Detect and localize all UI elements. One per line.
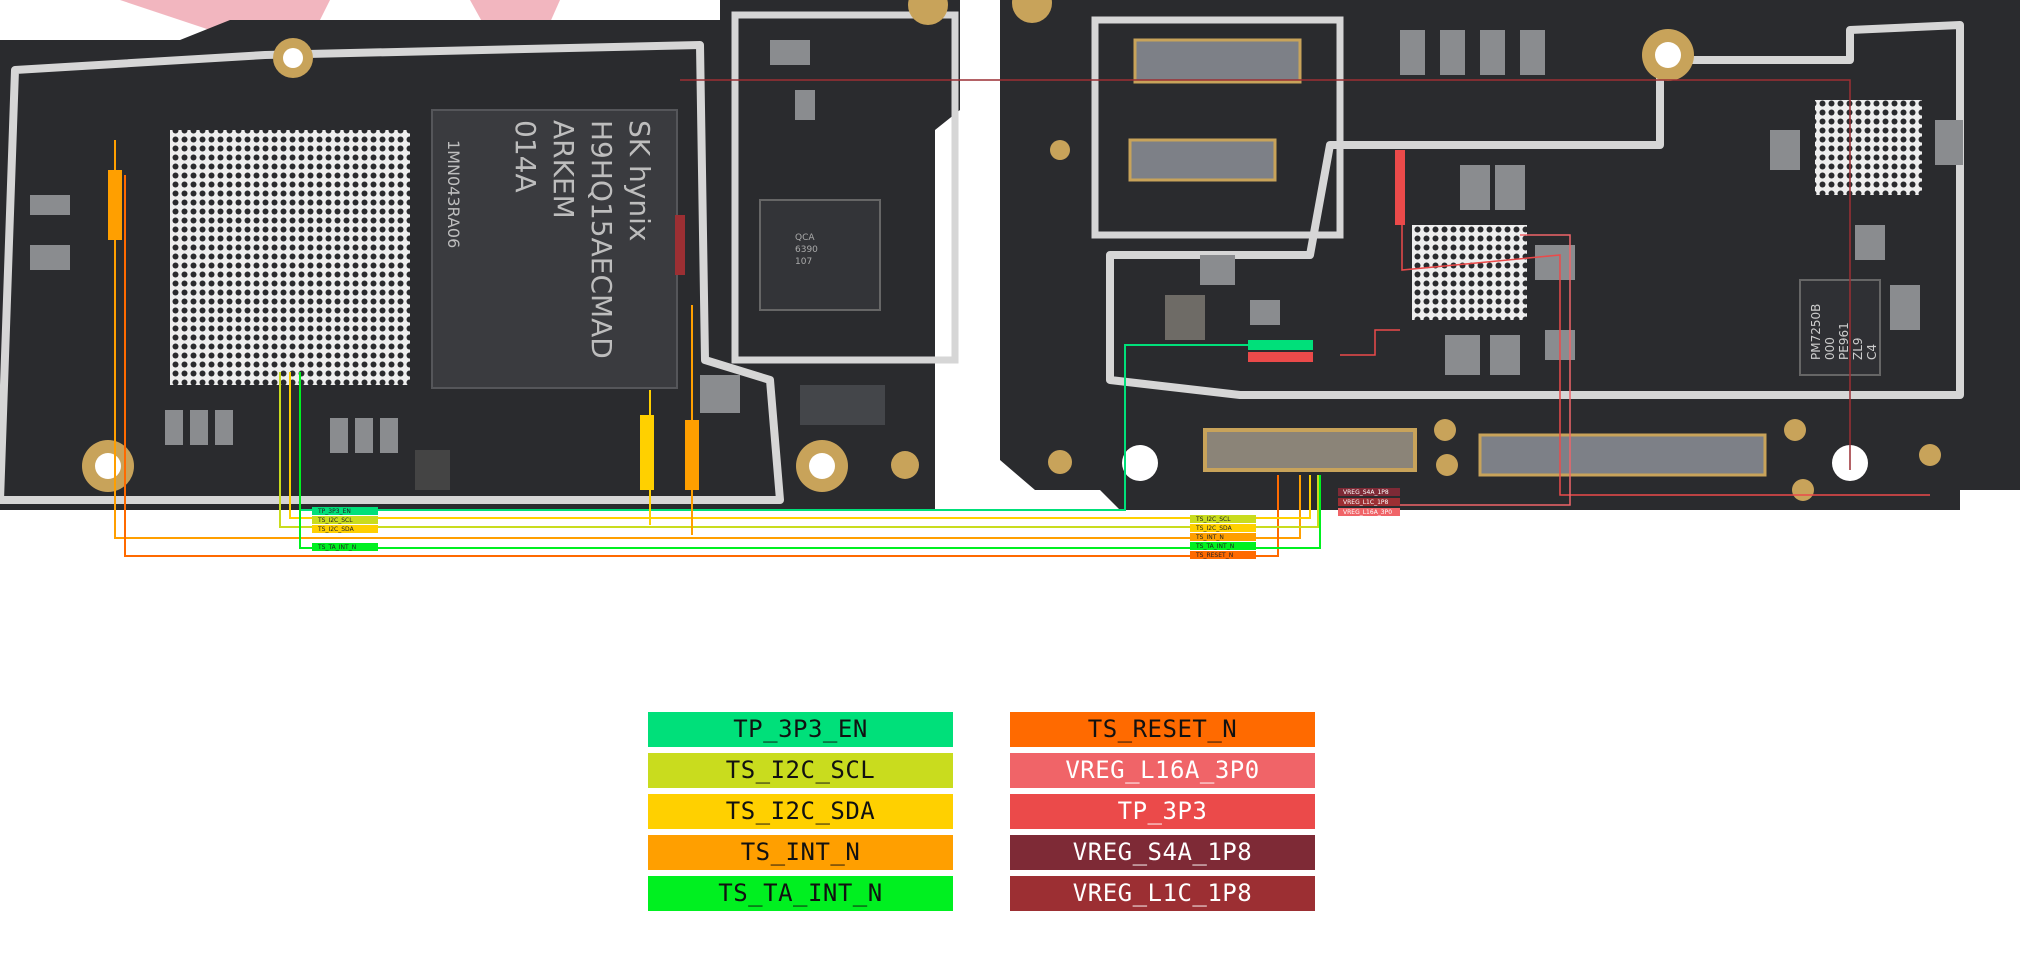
net-tags-red: VREG_S4A_1P8 VREG_L1C_1P8 VREG_L16A_3P0 bbox=[1338, 488, 1400, 516]
chip-left-label: SK hynix H9HQ15AECMAD ARKEM 014A bbox=[509, 120, 656, 359]
svg-text:TS_INT_N: TS_INT_N bbox=[1195, 534, 1224, 541]
legend-item: TP_3P3_EN bbox=[648, 712, 953, 747]
svg-text:QCA: QCA bbox=[795, 233, 815, 243]
wifi-chip bbox=[759, 199, 881, 311]
legend-item: VREG_S4A_1P8 bbox=[1010, 835, 1315, 870]
svg-text:TS_TA_INT_N: TS_TA_INT_N bbox=[1195, 543, 1234, 550]
legend-item: TP_3P3 bbox=[1010, 794, 1315, 829]
legend-item: VREG_L16A_3P0 bbox=[1010, 753, 1315, 788]
net-traces bbox=[114, 79, 1930, 557]
trace-ta-int-n bbox=[299, 372, 1321, 549]
svg-text:VREG_S4A_1P8: VREG_S4A_1P8 bbox=[1343, 489, 1389, 496]
legend-item: TS_INT_N bbox=[648, 835, 953, 870]
svg-text:1MN043RA06: 1MN043RA06 bbox=[444, 140, 463, 248]
svg-text:TS_RESET_N: TS_RESET_N bbox=[1195, 552, 1233, 559]
chip-small-label: QCA 6390 107 bbox=[795, 233, 818, 267]
trace-ts-reset-n-left bbox=[124, 175, 1279, 557]
legend-item: VREG_L1C_1P8 bbox=[1010, 876, 1315, 911]
legend-item: TS_I2C_SCL bbox=[648, 753, 953, 788]
connector-top-1 bbox=[1133, 38, 1302, 84]
chip-right-label: PM7250B 000 PE961 ZL9 C4 bbox=[1809, 304, 1879, 360]
net-tags-left: TP_3P3_EN TS_I2C_SCL TS_I2C_SDA TS_TA_IN… bbox=[312, 507, 378, 551]
trace-vreg-l1c bbox=[1401, 150, 1930, 496]
svg-text:014A: 014A bbox=[509, 120, 542, 193]
bottom-connector bbox=[1478, 433, 1767, 477]
svg-text:VREG_L16A_3P0: VREG_L16A_3P0 bbox=[1343, 509, 1392, 516]
svg-text:TS_I2C_SCL: TS_I2C_SCL bbox=[317, 517, 353, 524]
svg-text:PE961: PE961 bbox=[1837, 322, 1851, 360]
trace-vreg-s4a bbox=[680, 79, 1851, 470]
trace-sda bbox=[289, 372, 1311, 519]
svg-text:SK hynix: SK hynix bbox=[623, 120, 656, 241]
svg-text:TS_TA_INT_N: TS_TA_INT_N bbox=[317, 544, 356, 551]
net-legend: TP_3P3_EN TS_RESET_N TS_I2C_SCL VREG_L16… bbox=[648, 712, 1315, 911]
svg-text:ZL9: ZL9 bbox=[1851, 337, 1865, 360]
svg-text:H9HQ15AECMAD: H9HQ15AECMAD bbox=[585, 120, 618, 359]
svg-text:TS_I2C_SDA: TS_I2C_SDA bbox=[317, 526, 355, 533]
svg-text:6390: 6390 bbox=[795, 245, 818, 255]
pmic-chip bbox=[1799, 279, 1881, 376]
trace-vreg-l16a bbox=[1400, 234, 1571, 506]
legend-item: TS_TA_INT_N bbox=[648, 876, 953, 911]
net-tag-bars bbox=[108, 150, 1405, 490]
svg-text:TS_I2C_SDA: TS_I2C_SDA bbox=[1195, 525, 1233, 532]
legend-item: TS_I2C_SDA bbox=[648, 794, 953, 829]
trace-scl bbox=[279, 372, 1319, 528]
svg-text:ARKEM: ARKEM bbox=[547, 120, 580, 219]
svg-text:107: 107 bbox=[795, 257, 812, 267]
chip-left-side-label: 1MN043RA06 bbox=[444, 140, 463, 248]
left-board bbox=[0, 0, 960, 510]
svg-text:000: 000 bbox=[1823, 337, 1837, 360]
display-connector bbox=[1203, 428, 1417, 472]
svg-text:TS_I2C_SCL: TS_I2C_SCL bbox=[1195, 516, 1231, 523]
legend-item: TS_RESET_N bbox=[1010, 712, 1315, 747]
svg-text:PM7250B: PM7250B bbox=[1809, 304, 1823, 360]
svg-text:VREG_L1C_1P8: VREG_L1C_1P8 bbox=[1343, 499, 1388, 506]
right-board bbox=[1000, 0, 2020, 510]
net-tags-right: TS_I2C_SCL TS_I2C_SDA TS_INT_N TS_TA_INT… bbox=[1190, 515, 1256, 559]
trace-ts-int-n-left bbox=[114, 140, 1301, 539]
svg-text:TP_3P3_EN: TP_3P3_EN bbox=[317, 508, 351, 515]
svg-text:C4: C4 bbox=[1865, 344, 1879, 360]
connector-top-2 bbox=[1128, 138, 1277, 182]
memory-chip bbox=[431, 109, 678, 389]
